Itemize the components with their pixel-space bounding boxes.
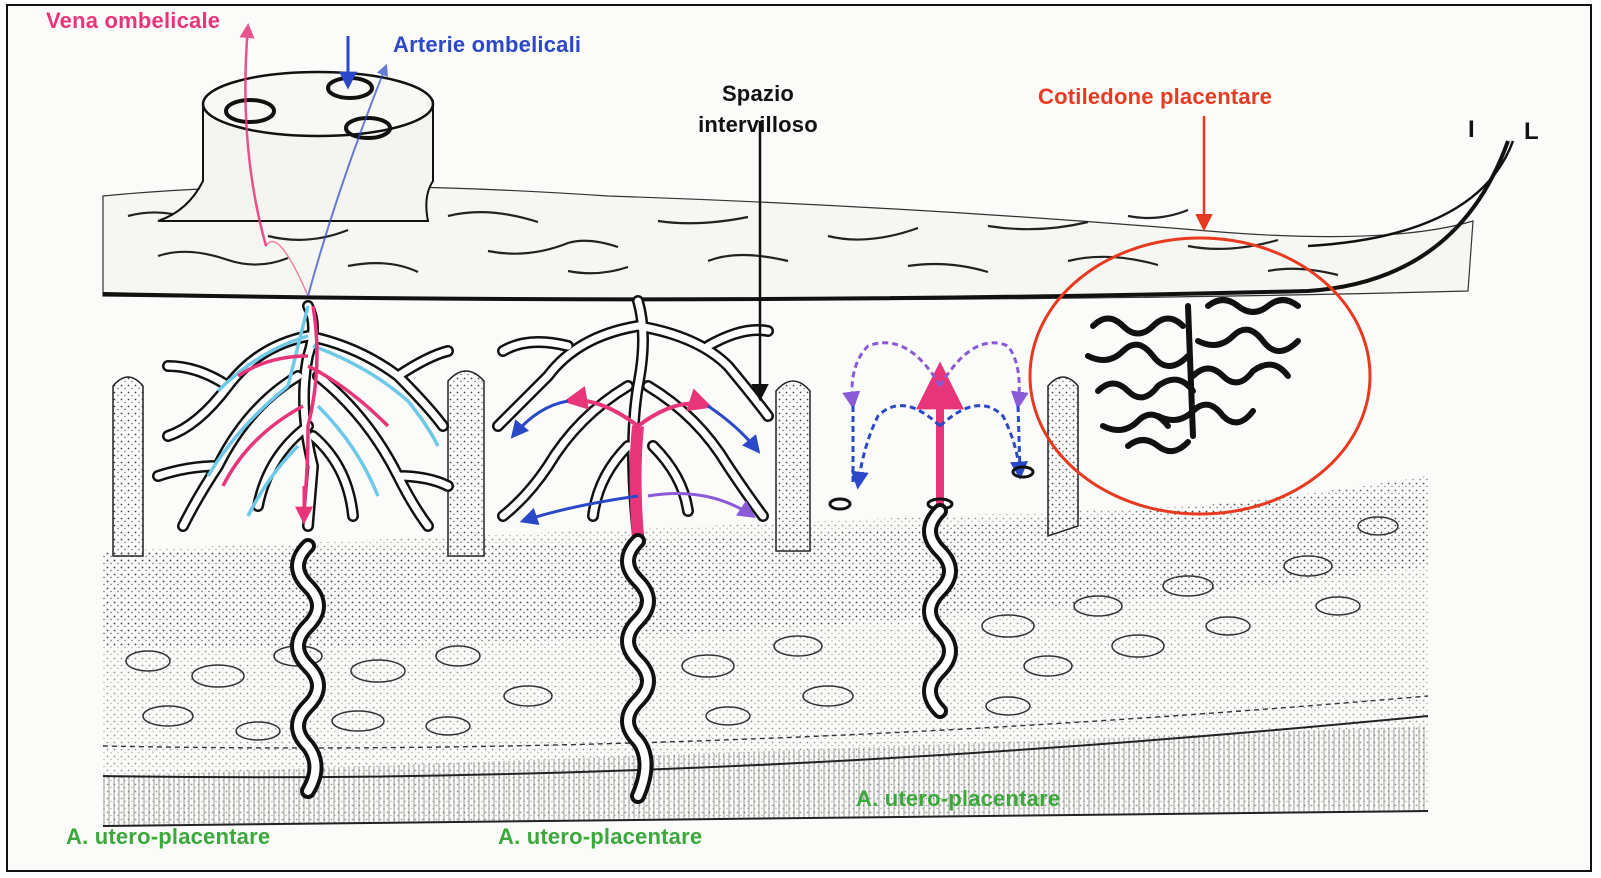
diagram-frame: Vena ombelicale Arterie ombelicali Spazi… [6,4,1592,872]
label-utero-placentare-middle: A. utero-placentare [498,824,702,850]
villous-tree-left [158,306,448,526]
villous-tree-middle [498,301,768,536]
label-marker-l: L [1524,118,1539,146]
label-utero-placentare-right: A. utero-placentare [856,786,1060,812]
label-utero-placentare-left: A. utero-placentare [66,824,270,850]
umbilical-cord [158,72,433,221]
label-spazio-line1: Spazio [663,78,853,109]
label-vena-ombelicale: Vena ombelicale [46,8,220,34]
label-spazio-line2: intervilloso [663,109,853,140]
label-arterie-ombelicali: Arterie ombelicali [393,32,581,58]
label-marker-i: I [1468,116,1475,144]
intervillous-flow [830,343,1033,509]
label-cotiledone-placentare: Cotiledone placentare [1038,84,1272,110]
label-spazio-intervilloso: Spazio intervilloso [663,78,853,140]
villous-tree-right [1088,300,1298,451]
